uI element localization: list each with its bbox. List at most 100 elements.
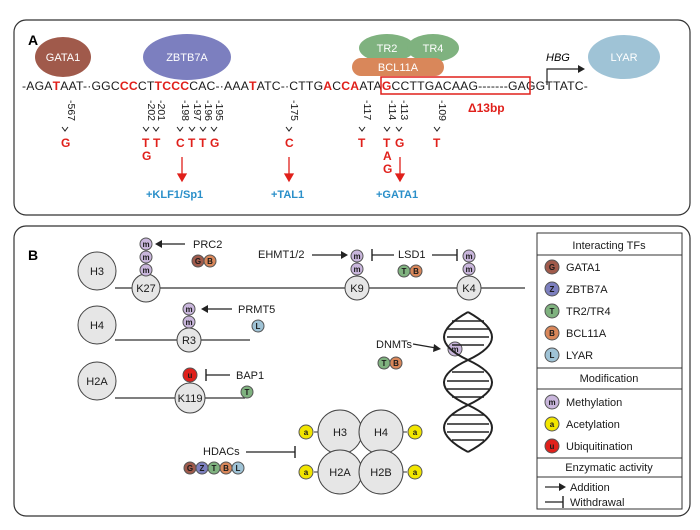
mutation-196: -196 [202, 100, 214, 121]
svg-text:G: G [187, 464, 193, 473]
legend-addition: Addition [570, 482, 610, 494]
bap1-label: BAP1 [236, 370, 264, 382]
mutation-114: -114 [386, 100, 398, 120]
svg-text:m: m [465, 265, 472, 274]
legend-ubiquitination: Ubiquitination [566, 441, 633, 453]
mutation-arrowheads [61, 126, 441, 132]
svg-text:B: B [223, 464, 229, 473]
hbg-arrow [546, 68, 578, 85]
svg-text:m: m [142, 240, 149, 249]
alt-109: T [433, 136, 441, 150]
svg-text:L: L [256, 322, 261, 331]
legend-acetylation: Acetylation [566, 419, 620, 431]
svg-text:Z: Z [550, 285, 555, 294]
tr2-ellipse [359, 34, 415, 62]
svg-text:G: G [549, 263, 555, 272]
prmt5-label: PRMT5 [238, 304, 275, 316]
legend: Interacting TFs G GATA1 Z ZBTB7A T TR2/T… [536, 232, 683, 510]
mutation-labels: -567 -202 -201 -198 -197 -196 -195 -175 … [65, 100, 448, 121]
tr4-ellipse [407, 34, 459, 62]
mutation-198: -198 [179, 100, 191, 121]
dnmts-tf-badges: T B [377, 356, 403, 370]
svg-text:T: T [212, 464, 217, 473]
h2a-label: H2A [86, 376, 108, 388]
svg-text:u: u [188, 371, 193, 380]
dnmts-arrow [412, 343, 437, 349]
mutation-109: -109 [436, 100, 448, 121]
prmt5-arrowhead-icon [201, 305, 208, 313]
svg-text:m: m [353, 265, 360, 274]
mutation-202: -202 [145, 100, 157, 121]
lyar-tf-label: LYAR [610, 52, 637, 64]
svg-text:H4: H4 [374, 427, 388, 439]
svg-text:a: a [413, 428, 418, 437]
legend-zbtb7a: ZBTB7A [566, 284, 608, 296]
svg-text:H2B: H2B [370, 467, 391, 479]
h4-label: H4 [90, 320, 104, 332]
effect-arrows [176, 157, 406, 183]
legend-gata1: GATA1 [566, 262, 600, 274]
panel-b-frame [13, 225, 691, 517]
substitutions: G T G T C T T G C T T A G G T [61, 136, 441, 176]
h2a-histone [77, 361, 117, 401]
svg-text:L: L [550, 351, 555, 360]
legend-withdrawal: Withdrawal [570, 497, 624, 509]
hdacs-label: HDACs [203, 446, 240, 458]
effect-tal1: +TAL1 [271, 189, 304, 201]
ehmt-label: EHMT1/2 [258, 249, 304, 261]
k4-methyl-marks: m m [462, 249, 476, 276]
mutation-175: -175 [288, 100, 300, 121]
k119-label: K119 [178, 393, 203, 405]
r3-methyl-marks: m m [182, 302, 196, 329]
acetyl-marks: a a a a [298, 424, 423, 480]
alt-114-t: T [383, 136, 391, 150]
dna-sequence: -AGATAAT-·GGCCCCTTCCCCAC-·AAATATC-·CTTGA… [22, 79, 588, 93]
svg-text:m: m [185, 318, 192, 327]
dnmts-label: DNMTs [376, 339, 413, 351]
svg-text:T: T [245, 388, 250, 397]
alt-175: C [285, 136, 294, 150]
h3-histone [77, 251, 117, 291]
hbg-label: HBG [546, 52, 570, 64]
svg-text:a: a [304, 428, 309, 437]
bap1-tf-badge [240, 385, 254, 399]
lsd1-tf-badges: T B [397, 264, 423, 278]
svg-text:a: a [550, 420, 555, 429]
k9-methyl-marks: m m [350, 249, 364, 276]
gata1-ellipse [35, 37, 91, 77]
svg-text:Z: Z [200, 464, 205, 473]
alt-202-g: G [142, 149, 151, 163]
legend-lyar: LYAR [566, 350, 593, 362]
svg-text:L: L [236, 464, 241, 473]
bcl11a-tf-label: BCL11A [378, 62, 419, 74]
h4-histone [77, 305, 117, 345]
r3-label: R3 [182, 335, 196, 347]
deletion-box [380, 76, 531, 95]
lyar-ellipse [588, 35, 660, 79]
legend-tf-title: Interacting TFs [572, 240, 646, 252]
gata1-tf-label: GATA1 [46, 52, 80, 64]
legend-bcl11a: BCL11A [566, 328, 607, 340]
alt-114-g: G [383, 162, 392, 176]
bcl11a-shape [352, 58, 444, 76]
k9-residue [344, 275, 370, 301]
svg-text:H3: H3 [333, 427, 347, 439]
svg-text:T: T [402, 267, 407, 276]
ehmt-arrowhead-icon [341, 251, 348, 259]
k27-methyl-marks: m m m [139, 237, 153, 277]
panel-b-label: B [28, 247, 38, 263]
alt-197: T [188, 136, 196, 150]
hbg-arrowhead-icon [578, 65, 585, 73]
panel-a-label: A [28, 32, 38, 48]
mutation-567: -567 [65, 100, 77, 121]
tr4-tf-label: TR4 [423, 43, 444, 55]
svg-text:T: T [550, 307, 555, 316]
mutation-197: -197 [191, 100, 203, 121]
prc2-arrowhead-icon [155, 240, 162, 248]
legend-activity-title: Enzymatic activity [565, 462, 653, 474]
alt-114-a: A [383, 149, 392, 163]
svg-text:a: a [304, 468, 309, 477]
hdacs-tf-badges: G Z T B L [183, 461, 245, 475]
dnmts-arrowhead-icon [433, 344, 441, 352]
